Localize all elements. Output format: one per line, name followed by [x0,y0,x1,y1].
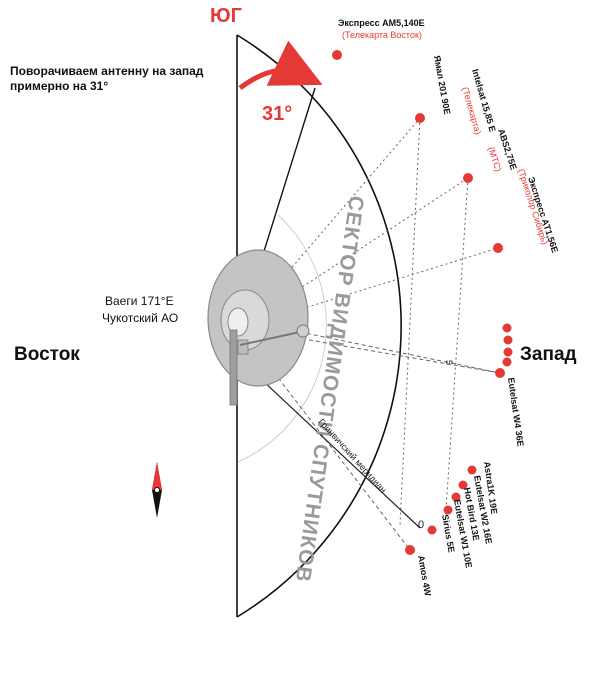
sat-dot-hotbird [451,492,461,502]
sat-sub-abs2: (МТС) [486,146,503,173]
sat-dot-yamal-201 [415,113,425,123]
sat-dot-eutelsat-w4 [495,368,505,378]
sat-label-express-am5: Экспресс АМ5,140E [338,18,425,28]
location-line-2: Чукотский АО [102,311,178,325]
sat-dot-astra1k [467,465,477,475]
sat-dot-eutelsat-w2 [458,480,468,490]
satellite-dots [332,50,513,555]
sat-dot-amos [405,545,415,555]
sat-dot-eutelsat-w1 [443,505,453,515]
south-label: ЮГ [210,5,242,27]
visibility-sector-arc [236,34,402,618]
instruction-line-2: примерно на 31° [10,79,108,93]
sat-dot-cluster-2 [503,335,513,345]
sat-dot-sirius [427,525,437,535]
inner-grey-arc [237,214,327,463]
compass-icon [152,462,162,518]
sat-dot-cluster-1 [502,323,512,333]
location-line-1: Ваеги 171°E [105,294,174,308]
sat-label-amos: Amos 4W [416,555,433,598]
satellite-dish-icon [207,249,310,406]
west-label: Запад [520,344,577,365]
east-label: Восток [14,344,80,365]
sat-dot-express-at1 [493,243,503,253]
sat-dot-intelsat-15 [463,173,473,183]
sector-visibility-label: СЕКТОР ВИДИМОСТИ СПУТНИКОВ [291,194,368,584]
sat-label-yamal-201: Ямал 201 90E [432,55,452,116]
instruction-line-1: Поворачиваем антенну на запад [10,64,204,78]
sat-sub-express-am5: (Телекарта Восток) [342,30,422,40]
sat-dot-cluster-3 [503,347,513,357]
sat-dot-express-am5 [332,50,342,60]
sat-label-eutelsat-w4: Eutelsat W4 36E [506,377,526,447]
sat-label-sirius: Sirius 5E [440,514,457,554]
rotation-arrow-icon [238,40,323,91]
zero-mark: 0 [418,519,424,531]
rotation-angle-label: 31° [262,103,292,125]
sat-dot-cluster-4 [502,357,512,367]
five-mark: 5 [444,360,454,365]
